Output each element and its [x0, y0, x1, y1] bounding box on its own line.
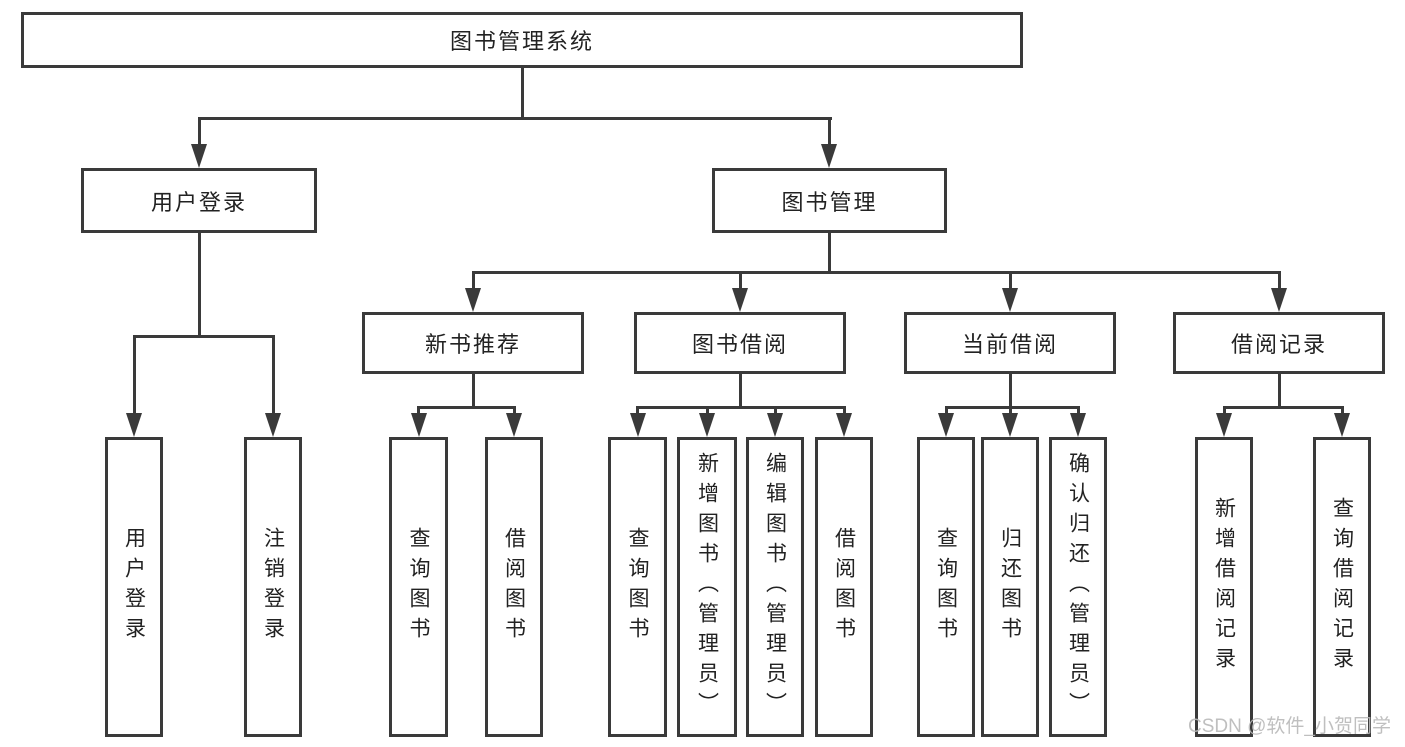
leaf-logout: 注销登录: [244, 437, 302, 737]
node-current-borrowing-label: 当前借阅: [961, 332, 1058, 357]
edge-arrow-cb-query: [944, 406, 948, 413]
edge-bm-stem: [827, 233, 831, 274]
edge-arrow-to-leaf-user-login: [132, 335, 136, 413]
edge-nbr-stem: [471, 374, 475, 408]
leaf-bb-borrow-books: 借阅图书: [815, 437, 873, 737]
edge-arrow-bb-query: [636, 406, 639, 413]
edge-ul-hbar: [132, 335, 275, 338]
leaf-bb-edit-books-admin: 编辑图书（管理员）: [746, 437, 804, 737]
node-user-login: 用户登录: [81, 168, 317, 233]
leaf-bb-add-books-admin: 新增图书（管理员）: [677, 437, 737, 737]
edge-arrow-to-leaf-logout: [271, 335, 275, 413]
edge-arrow-to-borrowing-records: [1277, 271, 1281, 288]
edge-br-hbar: [1222, 406, 1344, 409]
node-root-label: 图书管理系统: [449, 29, 594, 54]
edge-arrow-to-book-borrowing: [738, 271, 742, 288]
node-current-borrowing: 当前借阅: [904, 312, 1116, 374]
node-borrowing-records: 借阅记录: [1173, 312, 1385, 374]
node-book-management: 图书管理: [712, 168, 947, 233]
leaf-cb-query-books: 查询图书: [917, 437, 975, 737]
edge-arrow-bb-borrow: [842, 406, 846, 413]
edge-cb-hbar: [944, 406, 1080, 409]
node-new-book-recommend: 新书推荐: [362, 312, 584, 374]
edge-ul-stem: [197, 233, 201, 337]
edge-arrow-to-book-management: [827, 117, 831, 144]
leaf-cb-confirm-return-admin: 确认归还（管理员）: [1049, 437, 1107, 737]
edge-arrow-br-add: [1222, 406, 1226, 413]
edge-br-stem: [1277, 374, 1281, 408]
edge-arrow-cb-return: [1008, 406, 1012, 413]
leaf-br-add-record: 新增借阅记录: [1195, 437, 1253, 737]
edge-arrow-bb-add: [705, 406, 709, 413]
edge-arrow-to-user-login: [197, 117, 201, 144]
edge-arrow-nbr-query: [417, 406, 420, 413]
leaf-nbr-query-books: 查询图书: [389, 437, 448, 737]
edge-root-stem: [520, 68, 524, 120]
leaf-bb-query-books: 查询图书: [608, 437, 667, 737]
node-borrowing-records-label: 借阅记录: [1230, 332, 1327, 357]
edge-root-hbar: [197, 117, 832, 120]
edge-nbr-hbar: [417, 406, 516, 409]
leaf-br-query-record: 查询借阅记录: [1313, 437, 1371, 737]
edge-bb-stem: [738, 374, 742, 408]
edge-cb-stem: [1008, 374, 1012, 408]
edge-arrow-bb-edit: [773, 406, 777, 413]
edge-bb-hbar: [636, 406, 846, 409]
node-new-book-recommend-label: 新书推荐: [424, 332, 521, 357]
edge-arrow-cb-confirm: [1076, 406, 1080, 413]
edge-arrow-nbr-borrow: [512, 406, 516, 413]
leaf-cb-return-books: 归还图书: [981, 437, 1039, 737]
edge-arrow-br-query: [1340, 406, 1344, 413]
leaf-user-login: 用户登录: [105, 437, 163, 737]
edge-arrow-to-current-borrowing: [1008, 271, 1012, 288]
edge-arrow-to-new-book-recommend: [471, 271, 475, 288]
leaf-nbr-borrow-books: 借阅图书: [485, 437, 543, 737]
node-book-borrowing-label: 图书借阅: [691, 332, 788, 357]
node-book-management-label: 图书管理: [781, 189, 878, 215]
node-user-login-label: 用户登录: [150, 189, 247, 215]
csdn-watermark: CSDN @软件_小贺同学: [1188, 716, 1391, 737]
edge-bm-hbar: [471, 271, 1281, 274]
node-root: 图书管理系统: [21, 12, 1023, 68]
node-book-borrowing: 图书借阅: [634, 312, 846, 374]
